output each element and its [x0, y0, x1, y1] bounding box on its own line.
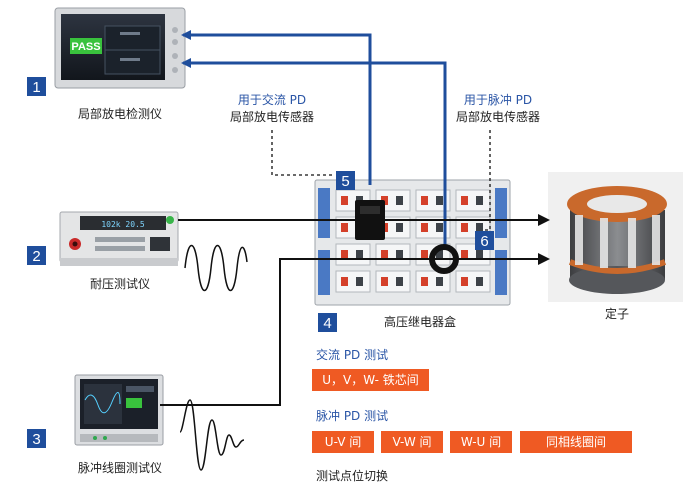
ac-sensor-title: 用于交流 PD	[238, 92, 306, 107]
relay-terminal	[476, 223, 483, 232]
relay-terminal	[396, 250, 403, 259]
relay-module	[415, 270, 451, 293]
pulse-test-button-uv[interactable]: U-V 间	[312, 431, 374, 453]
relay-module	[455, 270, 491, 293]
relay-terminal	[436, 196, 443, 205]
relay-terminal	[341, 223, 348, 232]
relay-terminal	[356, 277, 363, 286]
pulse-sensor-subtitle: 局部放电传感器	[456, 109, 540, 124]
ac-signal-line	[181, 30, 372, 185]
svg-text:1: 1	[32, 79, 40, 96]
relay-terminal	[476, 277, 483, 286]
pass-indicator: PASS	[71, 41, 100, 53]
svg-text:6: 6	[480, 233, 488, 250]
test-point-switch-label: 测试点位切换	[316, 468, 388, 483]
damped-impulse-waveform	[179, 399, 245, 471]
ac-pd-test-title: 交流 PD 测试	[316, 347, 388, 362]
impulse-tester-label: 脉冲线圈测试仪	[78, 460, 162, 475]
badge-5: 5	[336, 171, 355, 190]
relay-terminal	[381, 196, 388, 205]
svg-text:4: 4	[323, 315, 331, 332]
relay-terminal	[476, 196, 483, 205]
relay-module	[415, 216, 451, 239]
relay-terminal	[421, 196, 428, 205]
relay-module	[415, 189, 451, 212]
relay-terminal	[461, 223, 468, 232]
sine-waveform	[184, 245, 248, 291]
relay-module	[335, 270, 371, 293]
relay-module	[455, 189, 491, 212]
relay-terminal	[341, 277, 348, 286]
badge-3: 3	[27, 429, 46, 448]
pulse-signal-line	[181, 58, 447, 245]
badge-2: 2	[27, 246, 46, 265]
relay-terminal	[341, 250, 348, 259]
pulse-test-button-wu-label: W-U 间	[461, 435, 501, 449]
relay-terminal	[421, 277, 428, 286]
svg-text:2: 2	[32, 248, 40, 265]
relay-terminal	[421, 223, 428, 232]
relay-box-label: 高压继电器盒	[384, 314, 456, 329]
relay-terminal	[341, 196, 348, 205]
pulse-test-button-wu[interactable]: W-U 间	[450, 431, 512, 453]
pulse-test-button-same-phase-label: 同相线圈间	[546, 435, 606, 449]
ac-pd-sensor	[355, 200, 385, 240]
ac-test-button-label: U，V，W- 铁芯间	[322, 373, 419, 387]
pulse-pd-test-title: 脉冲 PD 测试	[316, 408, 388, 423]
withstand-tester-device: 102k 20.5	[59, 211, 179, 266]
relay-terminal	[396, 196, 403, 205]
relay-terminal	[381, 250, 388, 259]
pulse-test-button-vw[interactable]: V-W 间	[381, 431, 443, 453]
badge-6: 6	[475, 231, 494, 250]
relay-terminal	[461, 196, 468, 205]
relay-terminal	[421, 250, 428, 259]
stator-image	[548, 172, 683, 302]
ac-sensor-subtitle: 局部放电传感器	[230, 109, 314, 124]
relay-terminal	[381, 277, 388, 286]
pulse-sensor-leader	[485, 130, 491, 231]
impulse-output-line	[160, 253, 550, 406]
relay-terminal	[436, 277, 443, 286]
relay-terminal	[476, 250, 483, 259]
pulse-test-button-vw-label: V-W 间	[392, 435, 431, 449]
svg-text:102k 20.5: 102k 20.5	[101, 220, 145, 229]
pulse-test-button-same-phase[interactable]: 同相线圈间	[520, 431, 632, 453]
badge-4: 4	[318, 313, 337, 332]
svg-text:3: 3	[32, 431, 40, 448]
badge-1: 1	[27, 77, 46, 96]
relay-terminal	[436, 250, 443, 259]
relay-terminal	[461, 250, 468, 259]
ac-sensor-leader	[271, 130, 335, 176]
pulse-sensor-title: 用于脉冲 PD	[464, 92, 532, 107]
pulse-test-button-uv-label: U-V 间	[325, 435, 361, 449]
svg-text:5: 5	[341, 173, 349, 190]
relay-terminal	[461, 277, 468, 286]
withstand-tester-label: 耐压测试仪	[90, 276, 150, 291]
impulse-tester-device	[74, 374, 164, 446]
relay-module	[375, 270, 411, 293]
pulse-pd-sensor	[429, 244, 459, 274]
relay-terminal	[356, 250, 363, 259]
relay-terminal	[396, 223, 403, 232]
pd-detector-device: PASS	[54, 7, 186, 89]
ac-test-button[interactable]: U，V，W- 铁芯间	[312, 369, 429, 391]
stator-label: 定子	[605, 306, 629, 321]
relay-terminal	[436, 223, 443, 232]
relay-terminal	[396, 277, 403, 286]
pd-detector-label: 局部放电检测仪	[78, 106, 162, 121]
